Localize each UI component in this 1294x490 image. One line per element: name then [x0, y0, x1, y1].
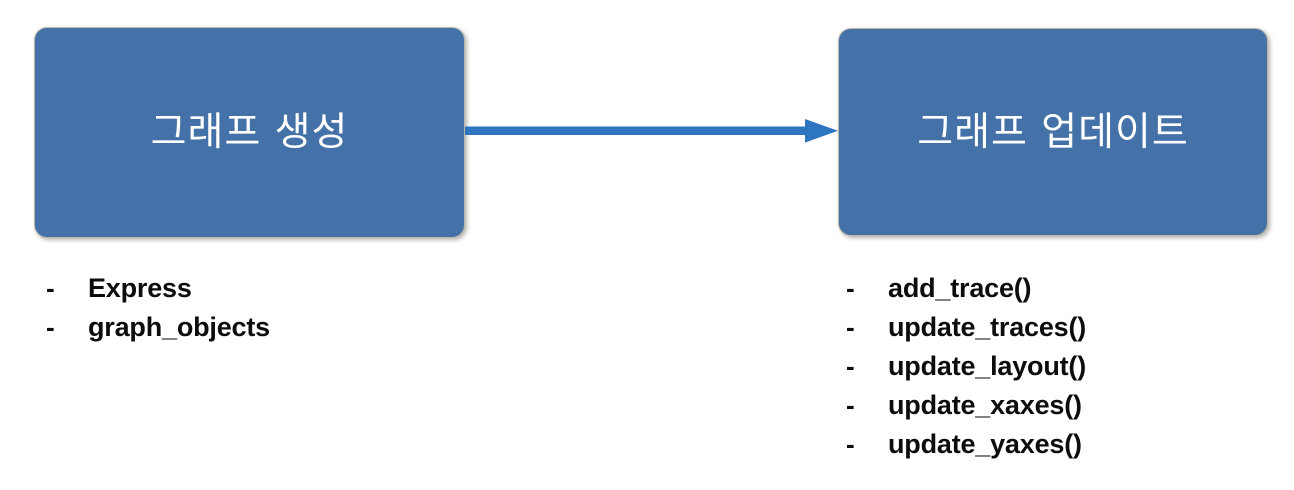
- bullet-dash-icon: -: [846, 429, 855, 459]
- process-box-label: 그래프 생성: [150, 110, 349, 155]
- list-item-label: update_xaxes(): [888, 390, 1082, 420]
- bullet-list-graph-update: - add_trace() - update_traces() - update…: [846, 269, 1086, 464]
- list-item-label: update_traces(): [888, 312, 1087, 342]
- process-box-label: 그래프 업데이트: [917, 109, 1189, 155]
- bullet-dash-icon: -: [46, 273, 55, 303]
- list-item: - update_layout(): [846, 347, 1086, 386]
- bullet-dash-icon: -: [46, 312, 55, 342]
- arrow-shaft: [465, 126, 810, 135]
- list-item-label: update_yaxes(): [888, 429, 1082, 459]
- list-item: - update_yaxes(): [846, 425, 1086, 464]
- list-item-label: Express: [88, 273, 192, 303]
- list-item: - add_trace(): [846, 269, 1086, 308]
- process-box-graph-update[interactable]: 그래프 업데이트: [838, 28, 1268, 236]
- bullet-dash-icon: -: [846, 390, 855, 420]
- bullet-dash-icon: -: [846, 351, 855, 381]
- bullet-list-graph-creation: - Express - graph_objects: [46, 269, 270, 347]
- list-item-label: update_layout(): [888, 351, 1087, 381]
- list-item: - update_xaxes(): [846, 386, 1086, 425]
- bullet-dash-icon: -: [846, 312, 855, 342]
- list-item: - graph_objects: [46, 308, 270, 347]
- flow-arrow-create-to-update: [465, 119, 838, 143]
- process-box-graph-creation[interactable]: 그래프 생성: [34, 27, 465, 238]
- list-item: - Express: [46, 269, 270, 308]
- list-item-label: graph_objects: [88, 312, 270, 342]
- bullet-dash-icon: -: [846, 273, 855, 303]
- arrow-head-icon: [805, 119, 838, 143]
- list-item: - update_traces(): [846, 308, 1086, 347]
- list-item-label: add_trace(): [888, 273, 1032, 303]
